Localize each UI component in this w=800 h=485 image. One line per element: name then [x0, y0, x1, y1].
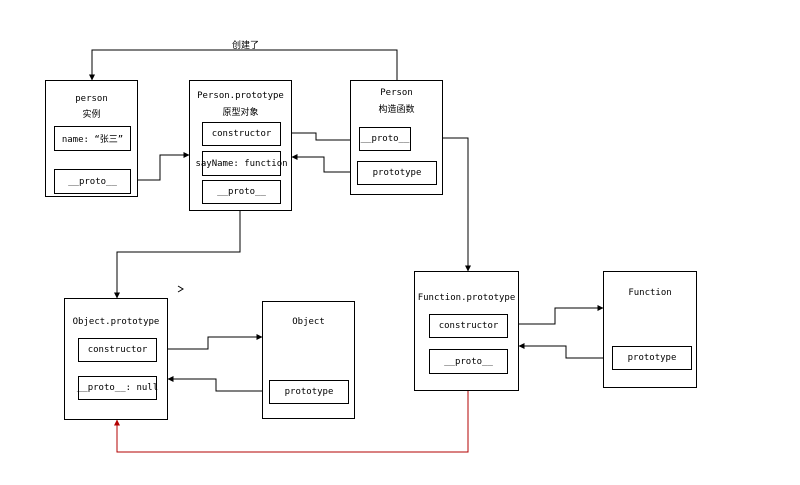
edge-object-prototype [167, 376, 268, 392]
person-name-field: name: “张三” [54, 126, 131, 151]
object-prototype-title: Object.prototype [72, 317, 160, 327]
person-constructor-subtitle: 构造函数 [378, 105, 415, 115]
function-prototype-box: Function.prototype constructor __proto__ [414, 271, 519, 391]
function-constructor-box: Function prototype [603, 271, 697, 388]
function-constructor-prototype-field: prototype [612, 346, 692, 370]
person-prototype-constructor-field: constructor [202, 122, 281, 146]
function-prototype-constructor-field: constructor [429, 314, 508, 338]
edge-constructor-person [280, 132, 357, 143]
person-prototype-proto-field: __proto__ [202, 180, 281, 204]
object-prototype-box: Object.prototype constructor __proto__: … [64, 298, 168, 420]
person-subtitle: 实例 [82, 110, 101, 120]
edge-prototype-person [291, 154, 356, 173]
person-proto-field: __proto__ [54, 169, 131, 194]
function-prototype-proto-field: __proto__ [429, 349, 508, 374]
function-prototype-title: Function.prototype [417, 293, 516, 303]
person-constructor-proto-field: __proto__ [359, 127, 411, 151]
object-constructor-box: Object prototype [262, 301, 355, 419]
person-constructor-title: Person [380, 88, 413, 98]
edge-person-proto [134, 152, 190, 181]
person-prototype-subtitle: 原型对象 [222, 108, 259, 118]
person-constructor-prototype-field: prototype [357, 161, 437, 185]
function-constructor-title: Function [628, 288, 672, 298]
creates-label: 创建了 [232, 41, 260, 51]
edge-fp-proto-red [114, 373, 469, 453]
stray-arrowhead [177, 285, 184, 293]
edge-creates [89, 49, 398, 81]
person-instance-box: person 实例 name: “张三” __proto__ [45, 80, 138, 197]
person-prototype-sayname-field: sayName: function [195, 151, 288, 176]
person-prototype-box: Person.prototype 原型对象 constructor sayNam… [189, 80, 292, 211]
edge-op-constructor [156, 334, 263, 350]
edge-pp-proto [114, 203, 241, 299]
person-title: person [75, 94, 108, 104]
person-prototype-title: Person.prototype [197, 91, 284, 101]
person-constructor-box: Person 构造函数 __proto__ prototype [350, 80, 443, 195]
edge-function-prototype [518, 343, 611, 359]
object-constructor-prototype-field: prototype [269, 380, 349, 404]
edge-fp-constructor [507, 305, 604, 325]
object-constructor-title: Object [292, 317, 325, 327]
object-prototype-proto-field: __proto__: null [77, 376, 158, 400]
object-prototype-constructor-field: constructor [78, 338, 157, 362]
